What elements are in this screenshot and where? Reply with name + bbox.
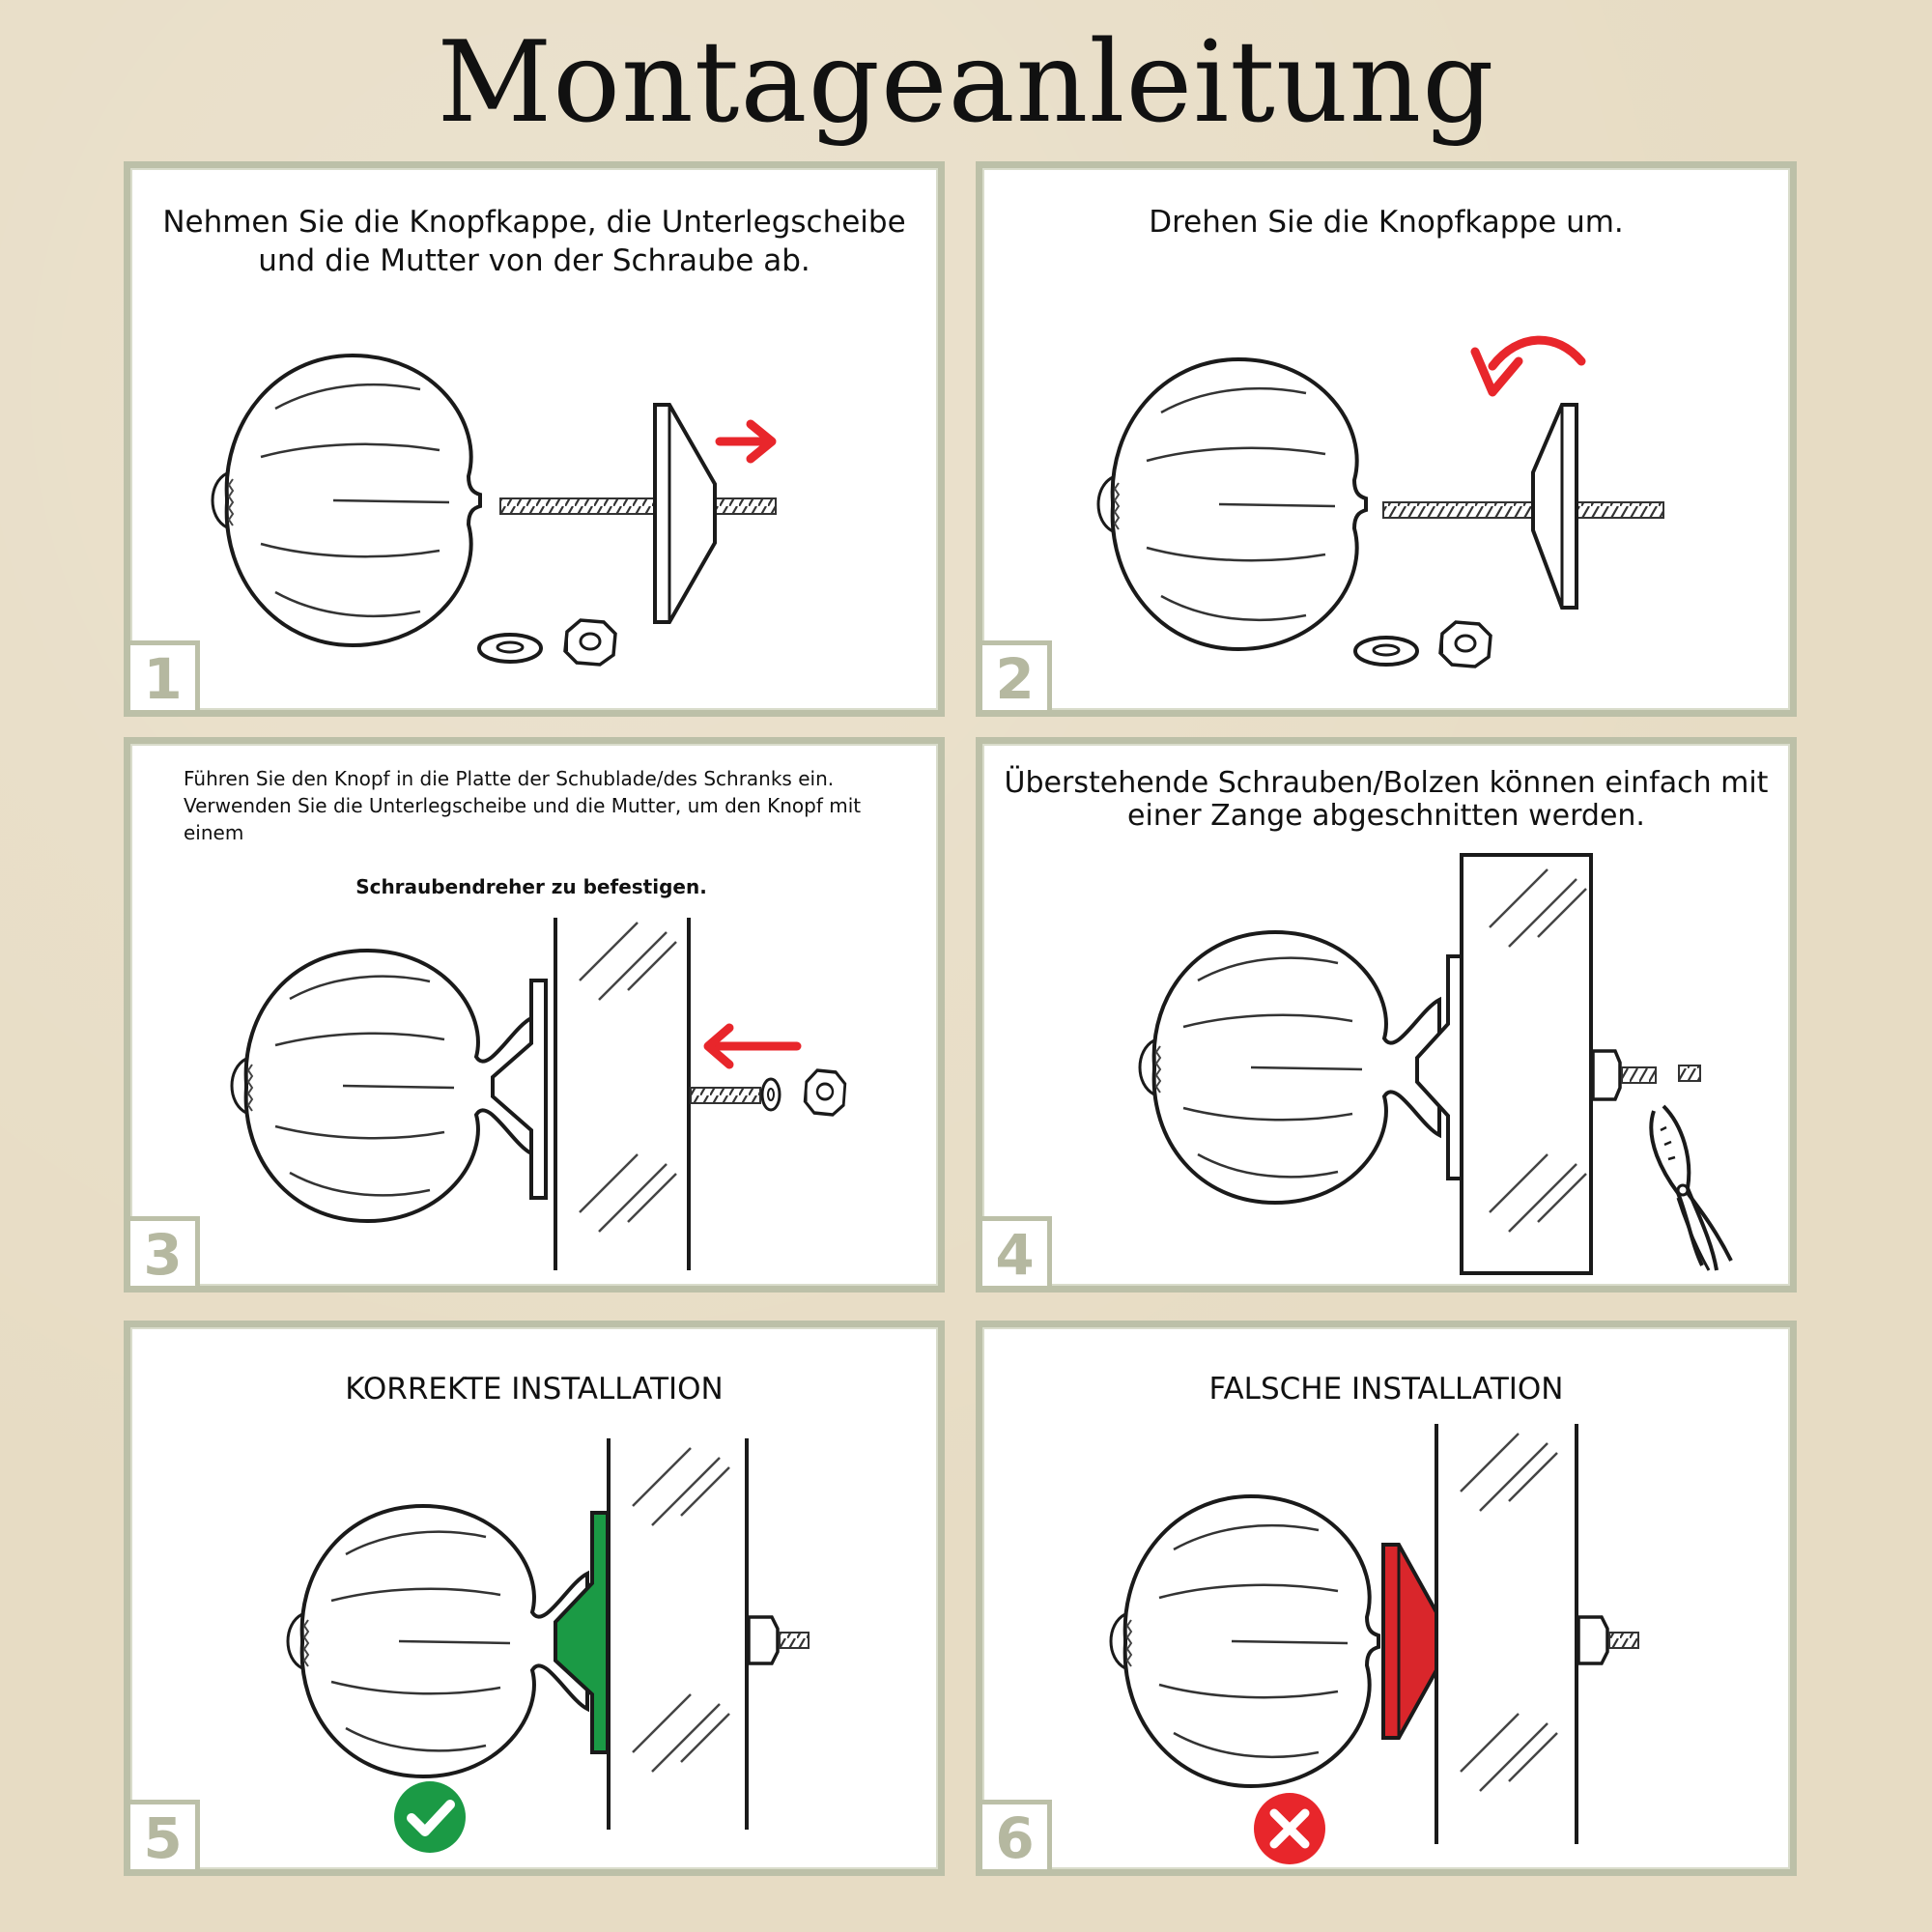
page-title: Montageanleitung [437, 17, 1495, 148]
arrow-left-icon [703, 1023, 802, 1069]
washer-icon [760, 1077, 781, 1112]
pliers-icon [1649, 1104, 1733, 1271]
step-1-caption: Nehmen Sie die Knopfkappe, die Unterlegs… [162, 205, 906, 278]
step-2-caption: Drehen Sie die Knopfkappe um. [1149, 205, 1624, 240]
step-5-number: 5 [130, 1800, 200, 1871]
step-2-number: 2 [982, 640, 1052, 712]
arrow-right-icon [715, 419, 777, 464]
step-1-number: 1 [130, 640, 200, 712]
step-3-number: 3 [130, 1216, 200, 1288]
nut-icon [563, 618, 617, 667]
rotate-arrow-icon [1470, 335, 1586, 397]
step-1-illustration [211, 354, 777, 667]
step-1-panel: Nehmen Sie die Knopfkappe, die Unterlegs… [124, 161, 945, 717]
step-4-illustration [1138, 853, 1733, 1275]
nut-icon [803, 1068, 847, 1117]
step-3-caption-line-2: Verwenden Sie die Unterlegscheibe und di… [184, 794, 862, 844]
step-3-illustration [230, 918, 847, 1270]
step-6-caption: FALSCHE INSTALLATION [1208, 1372, 1564, 1406]
step-5-illustration [286, 1438, 810, 1853]
washer-icon [477, 633, 543, 664]
step-4-caption: Überstehende Schrauben/Bolzen können ein… [1004, 766, 1769, 833]
step-4-number: 4 [982, 1216, 1052, 1288]
step-2-panel: Drehen Sie die Knopfkappe um. 2 [976, 161, 1797, 717]
step-3-caption: Führen Sie den Knopf in die Platte der S… [184, 765, 918, 900]
step-6-number: 6 [982, 1800, 1052, 1871]
step-2-illustration [1096, 335, 1664, 668]
step-5-caption: KORREKTE INSTALLATION [345, 1372, 724, 1406]
step-5-panel: KORREKTE INSTALLATION 5 [124, 1321, 945, 1876]
correct-cap [554, 1511, 610, 1754]
wrong-cap [1381, 1543, 1438, 1740]
check-circle-icon [394, 1781, 466, 1853]
step-3-caption-line-3: Schraubendreher zu befestigen. [355, 875, 707, 898]
step-3-caption-line-1: Führen Sie den Knopf in die Platte der S… [184, 767, 835, 790]
step-3-panel: Führen Sie den Knopf in die Platte der S… [124, 737, 945, 1293]
cross-circle-icon [1254, 1793, 1325, 1864]
washer-icon [1353, 636, 1419, 667]
step-6-panel: FALSCHE INSTALLATION 6 [976, 1321, 1797, 1876]
step-6-illustration [1109, 1424, 1639, 1864]
step-4-panel: Überstehende Schrauben/Bolzen können ein… [976, 737, 1797, 1293]
nut-icon [1438, 620, 1492, 668]
